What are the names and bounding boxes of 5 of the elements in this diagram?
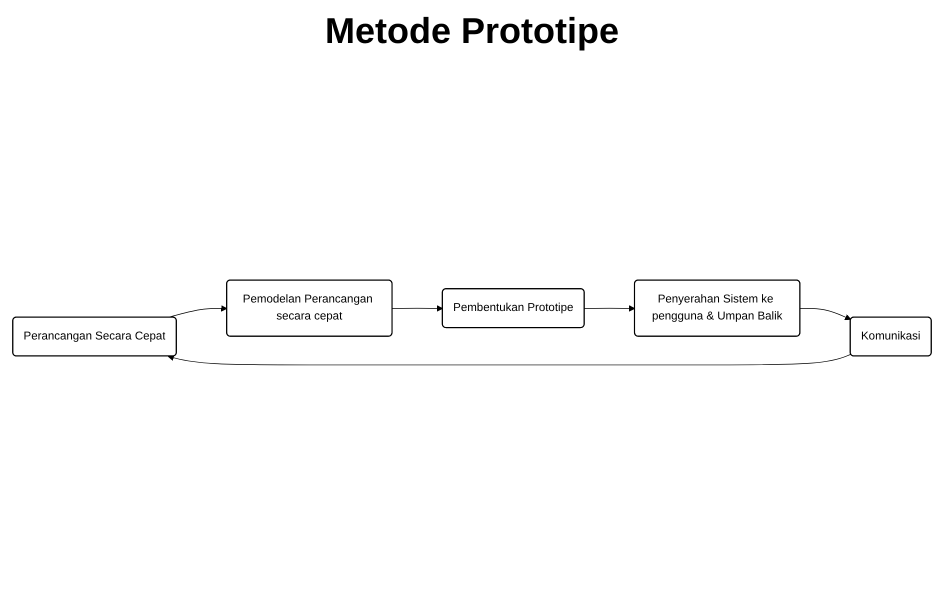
arrow [800, 308, 852, 320]
arrow [168, 354, 852, 366]
arrow [584, 305, 636, 312]
diagram-title: Metode Prototipe [325, 10, 619, 52]
arrow [392, 305, 443, 312]
